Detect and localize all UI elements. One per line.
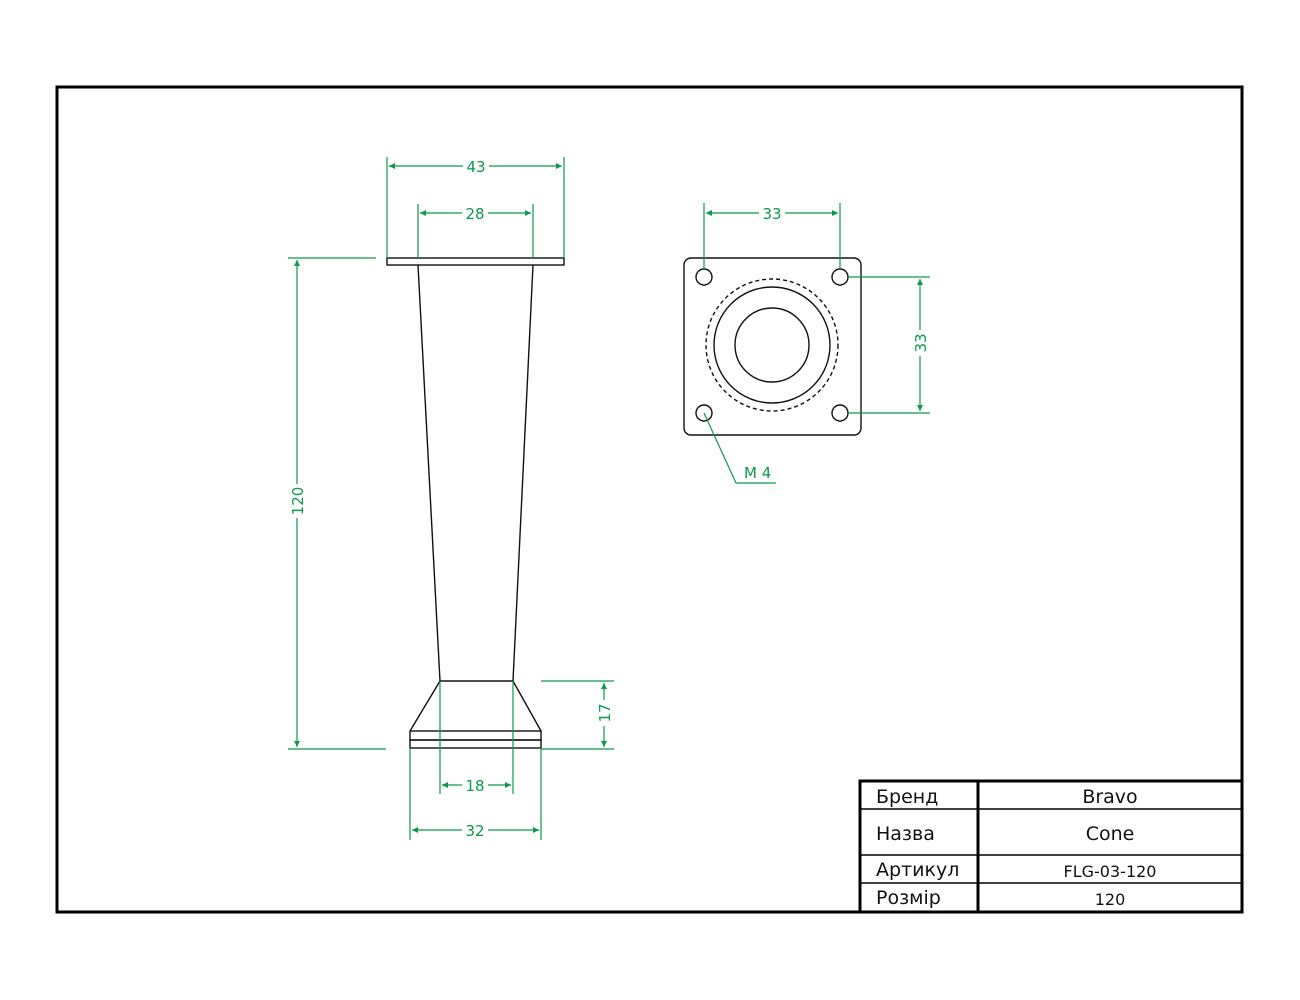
dim-label-18: 18 <box>465 777 484 795</box>
title-block: Бренд Bravo Назва Cone Артикул FLG-03-12… <box>858 779 1244 914</box>
brand-label: Бренд <box>876 786 938 808</box>
base-chamfer <box>409 680 542 732</box>
base-foot-upper <box>409 730 542 741</box>
brand-value: Bravo <box>1082 786 1137 808</box>
article-label: Артикул <box>876 859 959 881</box>
mounting-hole-top-right <box>831 268 849 286</box>
side-view-dimensions <box>288 157 614 840</box>
base-foot-lower <box>409 739 542 749</box>
top-view-dimensions <box>703 203 930 484</box>
mounting-hole-bottom-right <box>831 404 849 422</box>
dim-label-28: 28 <box>465 205 484 223</box>
top-view <box>683 257 862 436</box>
thread-callout-label: M 4 <box>744 464 771 482</box>
side-view-dimension-labels: 43 28 120 17 18 32 <box>287 156 614 840</box>
drawing-frame <box>55 85 1244 914</box>
dim-label-plate-width: 33 <box>762 205 781 223</box>
thread-leader <box>703 412 737 484</box>
top-view-dimension-labels: 33 33 M 4 <box>744 203 930 482</box>
mounting-plate <box>683 257 862 436</box>
inner-bore-circle <box>734 307 810 383</box>
dim-label-plate-height: 33 <box>912 333 930 352</box>
size-label: Розмір <box>876 887 941 909</box>
size-value: 120 <box>1095 890 1126 909</box>
side-view <box>386 257 565 749</box>
title-block-frame <box>858 779 1244 914</box>
cone-body <box>417 264 534 682</box>
mounting-hole-top-left <box>695 268 713 286</box>
name-value: Cone <box>1086 823 1135 845</box>
top-plate <box>386 257 565 266</box>
dim-label-43: 43 <box>466 158 485 176</box>
dim-label-17: 17 <box>596 703 614 722</box>
article-value: FLG-03-120 <box>1064 862 1157 881</box>
mounting-hole-bottom-left <box>695 404 713 422</box>
dim-label-32: 32 <box>465 822 484 840</box>
name-label: Назва <box>876 823 935 845</box>
outer-ring-circle <box>713 286 831 404</box>
dashed-outline-circle <box>705 278 839 412</box>
dim-label-120: 120 <box>289 487 307 516</box>
